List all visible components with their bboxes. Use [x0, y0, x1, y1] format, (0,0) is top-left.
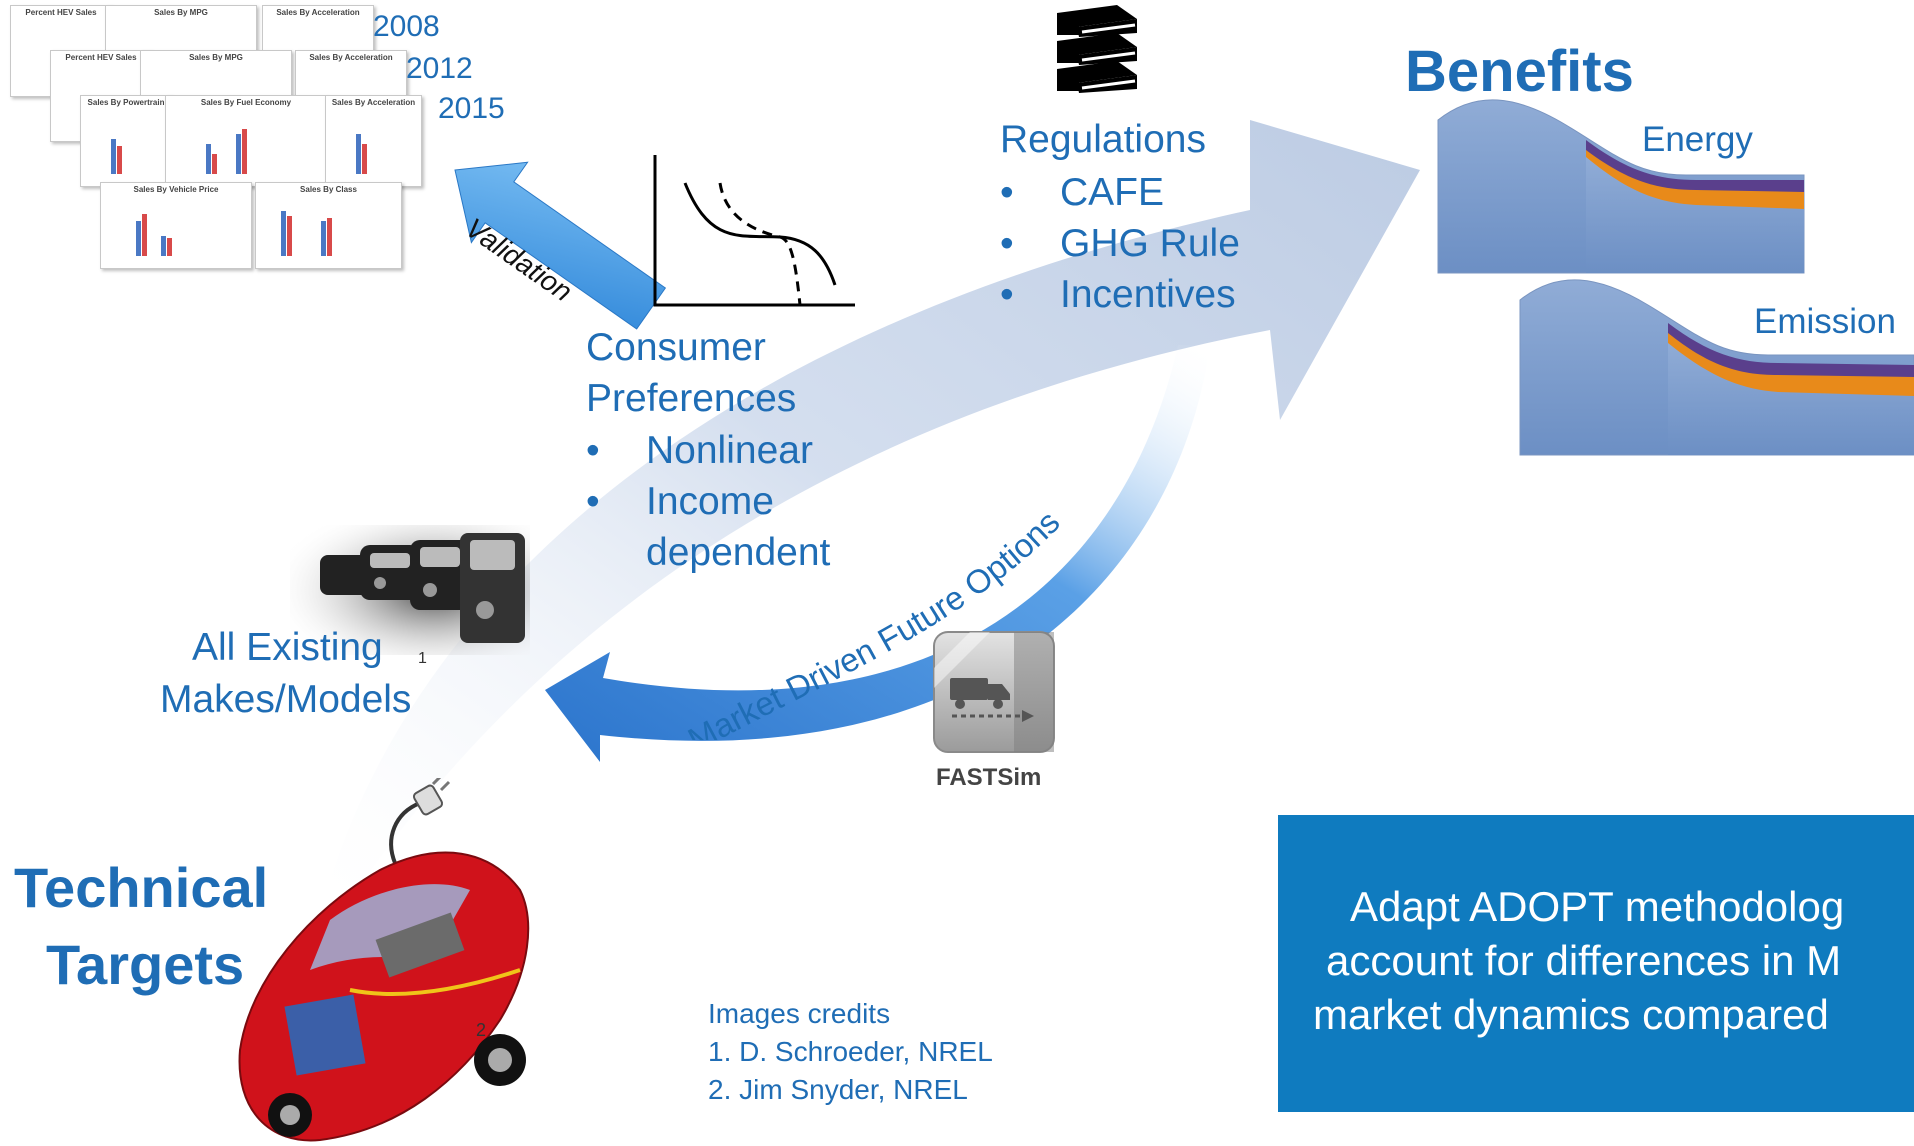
cars-photo [290, 525, 530, 655]
consumer-item: •Income [586, 480, 774, 523]
year-2015: 2015 [438, 92, 505, 125]
consumer-heading: Consumer [586, 326, 766, 369]
regulation-item: •GHG Rule [1000, 222, 1240, 265]
books-icon [1057, 5, 1137, 93]
callout-line2: account for differences in M [1326, 937, 1842, 984]
mini-chart: Sales By Vehicle Price [100, 182, 252, 269]
consumer-item: •Nonlinear [586, 429, 813, 472]
mini-chart: Sales By Powertrain [80, 95, 172, 187]
callout-line1: Adapt ADOPT methodolog [1350, 883, 1845, 930]
mini-chart: Sales By Fuel Economy [165, 95, 327, 187]
existing-models-line2: Makes/Models [160, 678, 412, 721]
emission-label: Emission [1754, 302, 1896, 341]
return-arrow [545, 345, 1210, 762]
year-2012: 2012 [406, 52, 473, 85]
fastsim-logo [930, 628, 1058, 756]
car-cutaway-photo [238, 851, 530, 1142]
regulation-item: •CAFE [1000, 171, 1165, 214]
technical-targets-line2: Targets [46, 933, 245, 996]
mini-chart: Sales By Class [255, 182, 402, 269]
callout-line3: market dynamics compared [1313, 991, 1829, 1038]
technical-targets-ref: 2 [476, 1020, 487, 1040]
existing-models-line1: All Existing [192, 626, 383, 669]
energy-label: Energy [1642, 120, 1753, 159]
mini-chart: Sales By Acceleration [325, 95, 422, 187]
consumer-item-continued: dependent [646, 531, 831, 574]
fastsim-label: FASTSim [936, 764, 1042, 791]
benefits-title: Benefits [1405, 39, 1634, 104]
credits-title: Images credits [708, 998, 891, 1029]
market-driven-label: Market Driven Future Options [663, 501, 1087, 740]
emission-area-chart [1519, 279, 1914, 456]
technical-targets-line1: Technical [14, 856, 269, 919]
validation-charts-stack: Percent HEV Sales Sales By MPG Sales By … [0, 0, 422, 275]
curve-chart-icon [653, 155, 855, 307]
consumer-heading-line2: Preferences [586, 377, 797, 420]
existing-models-ref: 1 [418, 650, 427, 667]
truck-icon [933, 631, 1055, 753]
validation-arrow [454, 161, 667, 330]
credits-line2: 2. Jim Snyder, NREL [708, 1074, 968, 1105]
sweep-arrow-body [330, 120, 1420, 900]
plug-icon [389, 778, 451, 864]
regulations-heading: Regulations [1000, 118, 1206, 161]
year-2008: 2008 [373, 10, 440, 43]
methodology-callout: Adapt ADOPT methodolog account for diffe… [1278, 815, 1914, 1112]
credits-line1: 1. D. Schroeder, NREL [708, 1036, 993, 1067]
regulation-item: •Incentives [1000, 273, 1236, 316]
energy-area-chart [1437, 99, 1805, 274]
